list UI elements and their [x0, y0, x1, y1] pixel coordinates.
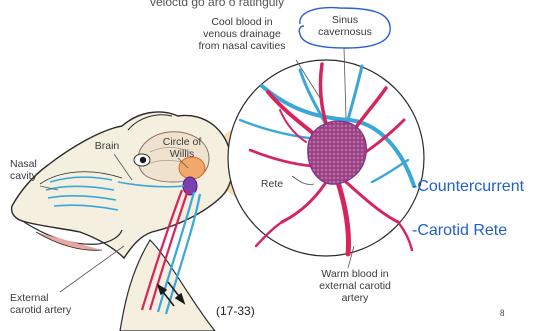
figure-reference: (17-33) [216, 304, 255, 318]
label-nasal-line-1: Nasal [10, 158, 70, 170]
label-nasal-line-2: cavity [10, 170, 70, 182]
label-circle-of-willis: Circle of Willis [152, 136, 212, 160]
label-sinus-line-1: Sinus [310, 14, 380, 26]
label-nasal-cavity: Nasal cavity [10, 158, 70, 182]
label-warm-blood: Warm blood in external carotid artery [300, 268, 410, 304]
label-cool-blood: Cool blood in venous drainage from nasal… [172, 16, 312, 52]
label-warm-line-2: external carotid [300, 280, 410, 292]
page-number: 8 [500, 308, 505, 318]
label-sinus-cavernosus: Sinus cavernosus [310, 14, 380, 38]
top-text-fragment: veloctd go aro o ratinguly [150, 0, 284, 9]
note-carotid-rete: -Carotid Rete [412, 222, 507, 240]
label-external-line-2: carotid artery [10, 304, 110, 316]
label-sinus-line-2: cavernosus [310, 26, 380, 38]
label-cool-blood-line-1: Cool blood in [172, 16, 312, 28]
label-warm-line-1: Warm blood in [300, 268, 410, 280]
label-external-line-1: External [10, 292, 110, 304]
label-external-carotid: External carotid artery [10, 292, 110, 316]
label-brain: Brain [82, 140, 132, 152]
label-cool-blood-line-2: venous drainage [172, 28, 312, 40]
label-cool-blood-line-3: from nasal cavities [172, 40, 312, 52]
label-rete: Rete [252, 178, 292, 190]
label-willis-line-2: Willis [152, 148, 212, 160]
label-warm-line-3: artery [300, 292, 410, 304]
label-willis-line-1: Circle of [152, 136, 212, 148]
note-countercurrent: -Countercurrent [412, 178, 524, 196]
